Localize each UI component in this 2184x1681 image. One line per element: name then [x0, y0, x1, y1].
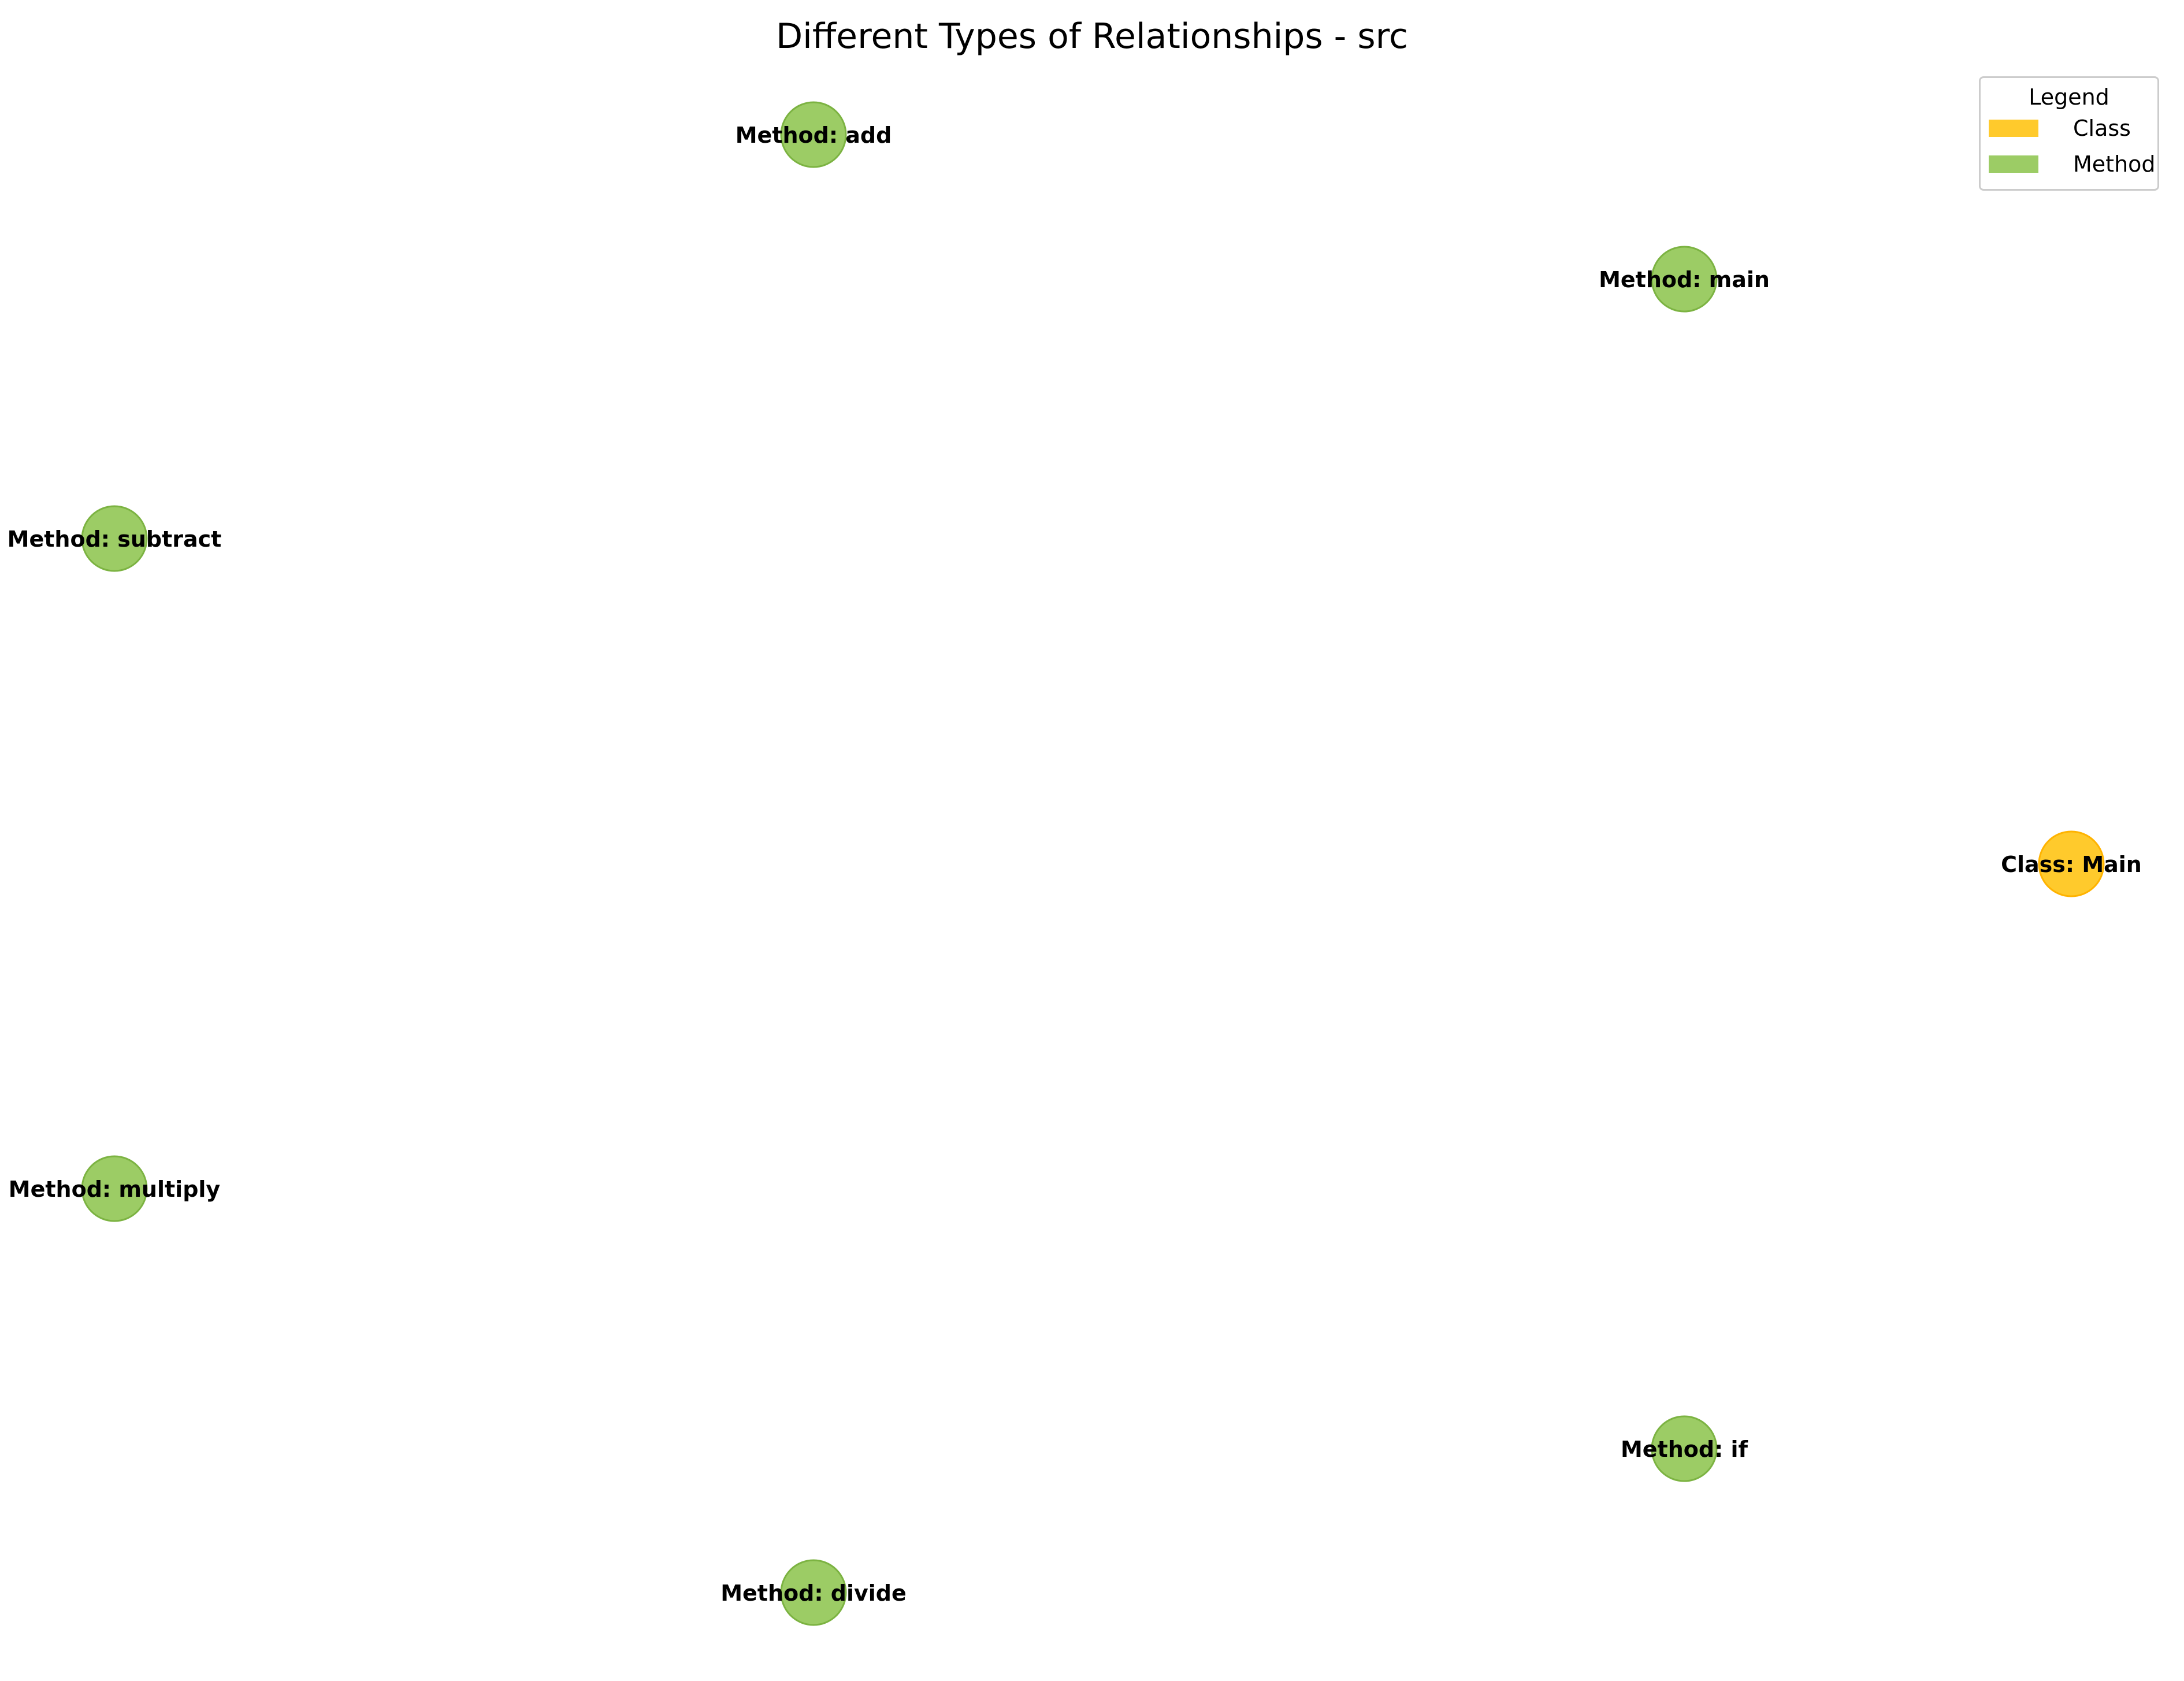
- legend: Legend Class Method: [1979, 76, 2159, 191]
- node-label: Method: multiply: [9, 1177, 221, 1202]
- node-circle: [780, 1559, 847, 1626]
- node-circle: [81, 1155, 148, 1222]
- node-circle: [780, 101, 847, 168]
- node-circle: [2038, 830, 2105, 897]
- node-label: Class: Main: [2001, 852, 2142, 877]
- node-circle: [81, 505, 148, 572]
- node-method-divide: Method: divide: [720, 1559, 907, 1626]
- legend-swatch-class: [1989, 120, 2038, 137]
- node-circle: [1651, 246, 1718, 313]
- diagram-title: Different Types of Relationships - src: [775, 16, 1409, 57]
- legend-label: Class: [2073, 116, 2131, 141]
- node-class-main: Class: Main: [2001, 830, 2142, 897]
- legend-label: Method: [2073, 151, 2156, 177]
- node-label: Method: main: [1599, 267, 1770, 292]
- node-method-if: Method: if: [1621, 1415, 1748, 1482]
- legend-item-class: Class: [1989, 114, 2131, 143]
- legend-title: Legend: [2029, 84, 2109, 110]
- legend-swatch-method: [1989, 155, 2038, 173]
- node-label: Method: if: [1621, 1437, 1748, 1462]
- node-label: Method: divide: [720, 1580, 907, 1606]
- node-label: Method: add: [736, 123, 892, 148]
- node-label: Method: subtract: [8, 526, 222, 552]
- node-method-add: Method: add: [736, 101, 892, 168]
- node-method-multiply: Method: multiply: [9, 1155, 221, 1222]
- node-method-subtract: Method: subtract: [8, 505, 222, 572]
- node-circle: [1651, 1415, 1718, 1482]
- legend-item-method: Method: [1989, 150, 2156, 179]
- node-method-main: Method: main: [1599, 246, 1770, 313]
